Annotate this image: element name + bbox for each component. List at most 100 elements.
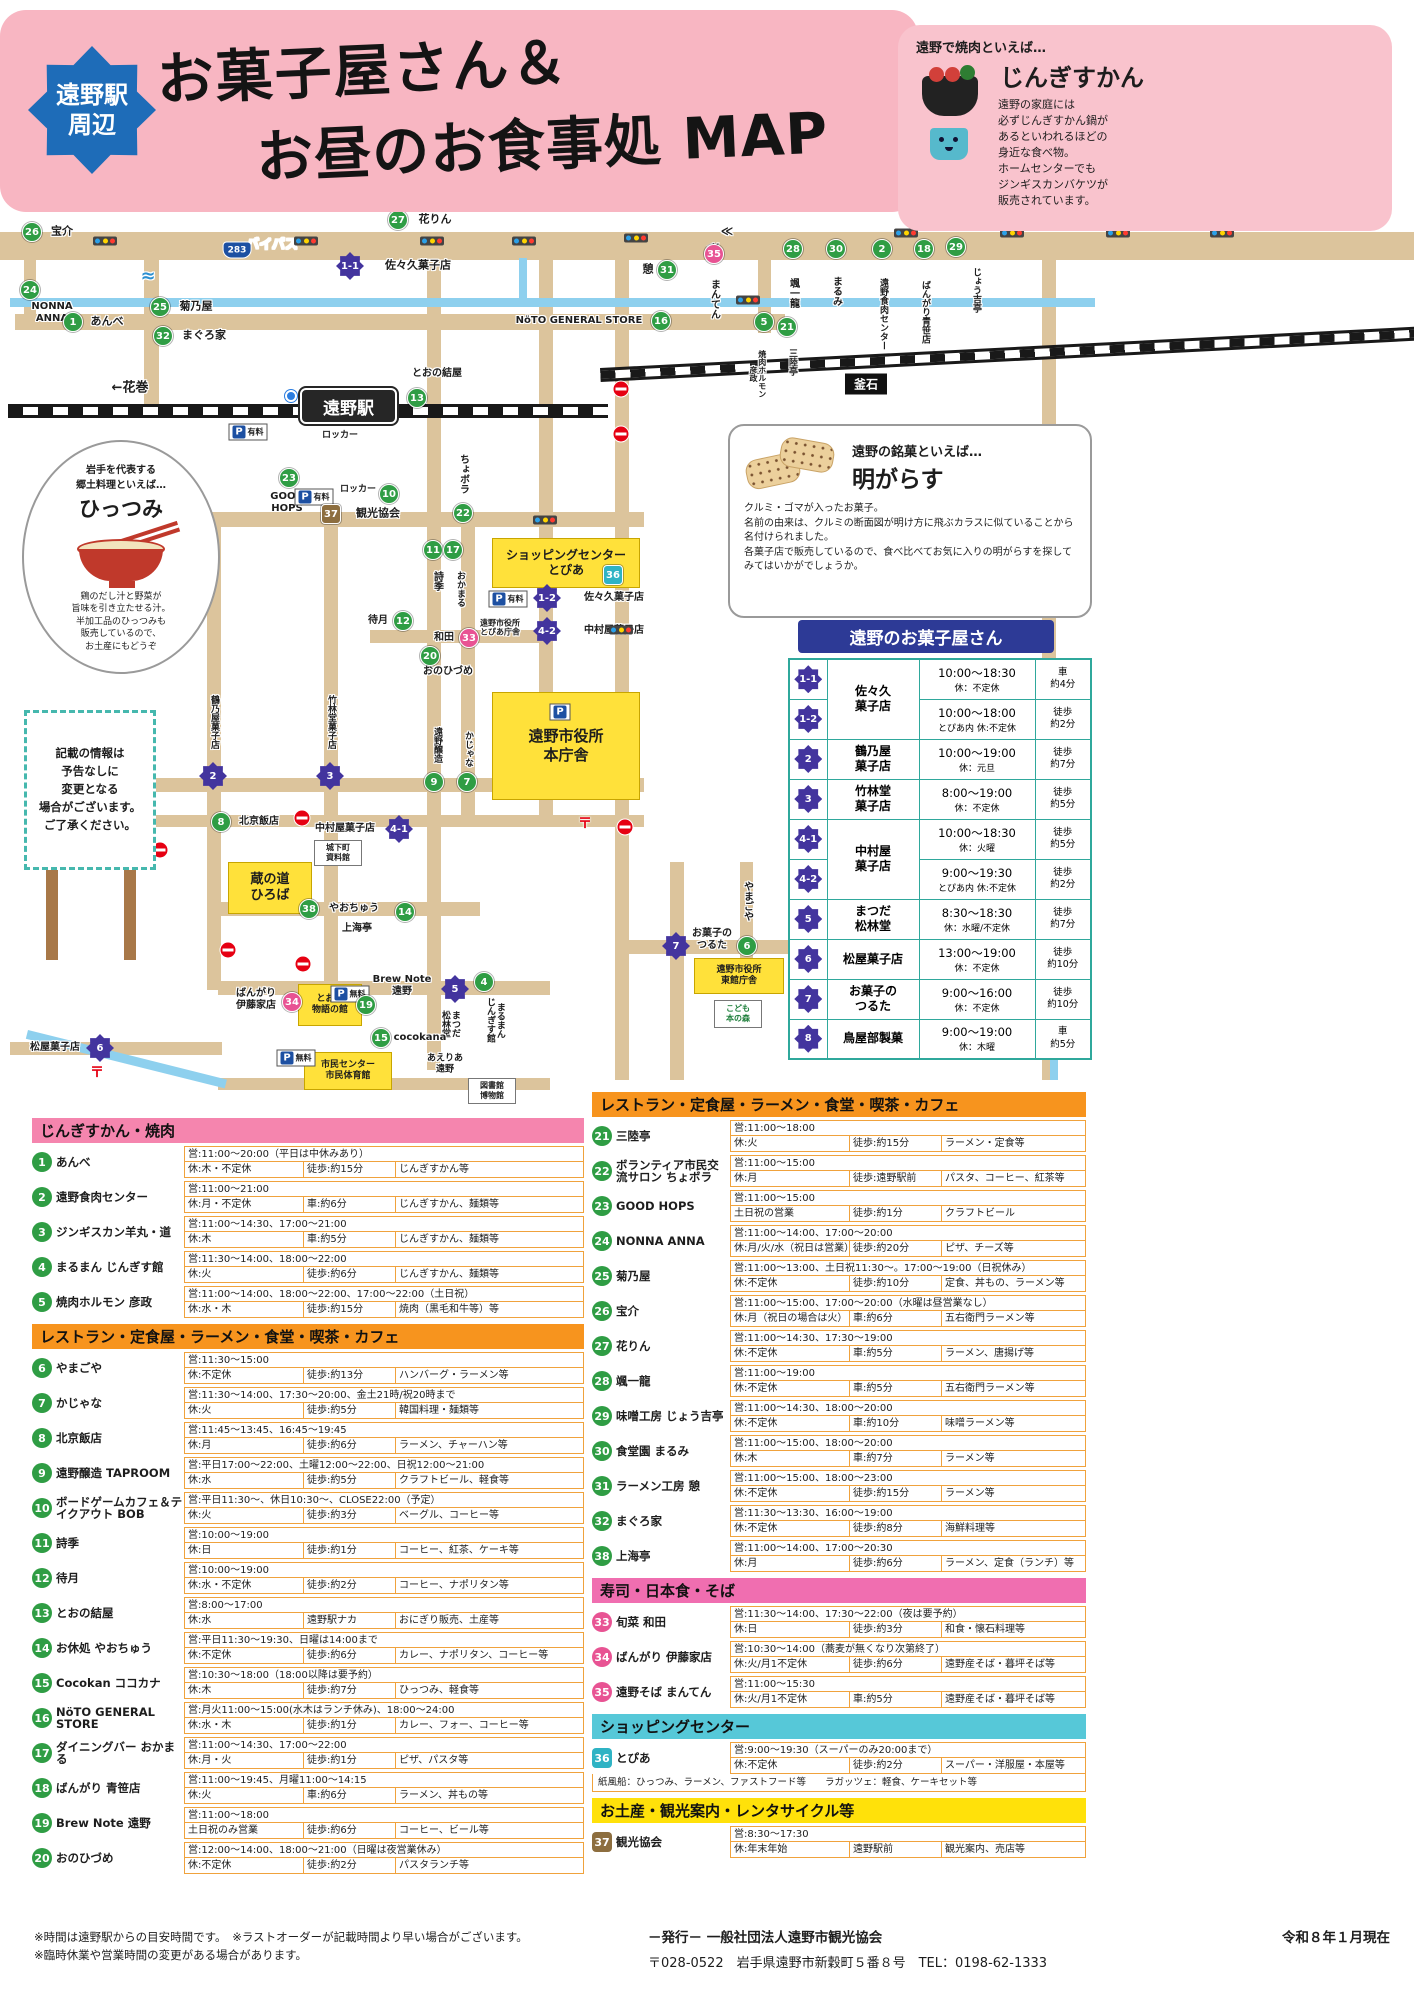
list-entry-detail: 徒歩:約6分 <box>849 1556 941 1571</box>
map-marker-12: 12 <box>393 611 413 631</box>
sweet-shop-name: 鶴乃屋 菓子店 <box>826 738 920 780</box>
list-entry-number: 37 <box>592 1832 612 1852</box>
sweet-shop-holiday: とぴあ内 休:不定休 <box>938 723 1016 734</box>
map-marker-31: 31 <box>657 260 677 280</box>
map-label: ≪ <box>720 223 734 238</box>
list-entry-details: 休:月・不定休車:約6分じんぎすかん、麺類等 <box>185 1197 583 1212</box>
list-entry-hours: 営:11:00〜14:00、18:00〜22:00、17:00〜22:00（土日… <box>185 1287 583 1302</box>
sweet-shop-access: 徒歩 約5分 <box>1034 818 1092 860</box>
traffic-signal-icon <box>1000 228 1024 238</box>
publisher-info: －発行－ 一般社団法人遠野市観光協会 令和８年１月現在 〒028-0522 岩手… <box>648 1926 1390 1971</box>
list-entry-detail: 徒歩:約2分 <box>303 1858 395 1873</box>
map-label: 佐々久菓子店 <box>385 258 451 272</box>
map-marker-16: 16 <box>651 311 671 331</box>
list-entry-details: 休:火車:約6分ラーメン、丼もの等 <box>185 1788 583 1803</box>
map-road <box>615 940 811 954</box>
list-entry-details: 休:水・木徒歩:約15分焼肉（黒毛和牛等）等 <box>185 1302 583 1317</box>
map-road <box>144 512 644 527</box>
sweetshop-badge-6: 6 <box>86 1034 114 1062</box>
list-entry-detail: 休:月・不定休 <box>188 1199 252 1210</box>
list-entry-details: 休:木・不定休徒歩:約15分じんぎすかん等 <box>185 1162 583 1177</box>
map-label: ちょボラ <box>457 454 469 494</box>
list-entry-detail: パスタランチ等 <box>395 1858 583 1873</box>
route-shield: 283 <box>222 241 252 259</box>
list-entry-detail: 休:水・不定休 <box>188 1580 252 1591</box>
sweet-shop-access: 徒歩 約2分 <box>1034 698 1092 740</box>
list-entry-detail: コーヒー、紅茶、ケーキ等 <box>395 1543 583 1558</box>
list-entry-detail: 休:火 <box>188 1510 212 1521</box>
sweetshop-badge-7: 7 <box>662 932 690 960</box>
publisher-label: －発行－ <box>648 1930 702 1946</box>
list-entry-detail: 遠野産そば・暮坪そば等 <box>941 1657 1085 1672</box>
callout-akegarasu-intro: 遠野の銘菓といえば… <box>852 444 983 460</box>
map-label: 遠野市役所 とぴあ庁舎 <box>480 618 520 637</box>
map-label: NONNA ANNA <box>31 301 73 324</box>
list-entry-detail: 休:月 <box>734 1173 758 1184</box>
list-entry-name: 焼肉ホルモン 彦政 <box>56 1294 153 1309</box>
traffic-signal-icon <box>294 236 318 246</box>
map-label: 佐々久菓子店 <box>584 592 644 604</box>
list-entry-details: 休:木車:約5分じんぎすかん、麺類等 <box>185 1232 583 1247</box>
list-entry-info: 営:11:00〜20:00（平日は中休みあり）休:木・不定休徒歩:約15分じんぎ… <box>184 1146 584 1178</box>
map-facility: こども 本の森 <box>714 1000 762 1028</box>
traffic-signal-icon <box>512 236 536 246</box>
map-label: お菓子の つるた <box>692 928 732 951</box>
list-entry-detail: 休:不定休 <box>734 1488 778 1499</box>
list-entry-details: 休:月（祝日の場合は火）車:約6分五右衛門ラーメン等 <box>731 1311 1085 1326</box>
map-label: 焼肉ホルモン 彦政 <box>749 350 767 398</box>
list-entry-detail: 徒歩:約15分 <box>303 1162 395 1177</box>
list-entry-hours: 営:平日11:30〜19:30、日曜は14:00まで <box>185 1633 583 1648</box>
map-label: まつだ 松林堂 <box>440 1010 460 1038</box>
map-label: 遠野醸造 <box>431 727 442 763</box>
sweet-shop-name: 中村屋 菓子店 <box>826 818 920 900</box>
map-facility: 遠野市役所 本庁舎 <box>492 692 640 800</box>
list-entry-detail: 休:年末年始 <box>734 1844 788 1855</box>
list-entry-hours: 営:平日11:30〜、休日10:30〜、CLOSE22:00（予定） <box>185 1493 583 1508</box>
callout-hittsumi: 岩手を代表する 郷土料理といえば… ひっつみ 鶏のだし汁と野菜が 旨味を引き立た… <box>22 440 220 674</box>
list-entry-hours: 営:11:00〜21:00 <box>185 1182 583 1197</box>
map-label: 北京飯店 <box>239 816 279 828</box>
list-entry-detail: 休:月 <box>734 1558 758 1569</box>
map-river <box>519 258 527 306</box>
list-entry-name: ボードゲームカフェ＆テイクアウト BOB <box>56 1494 183 1521</box>
sweet-shop-access: 車 約4分 <box>1034 658 1092 700</box>
sweet-shop-open-hours: 10:00〜18:30 <box>938 665 1016 680</box>
traffic-signal-icon <box>624 233 648 243</box>
list-entry-number: 1 <box>32 1152 52 1172</box>
callout-jingisukan-name: じんぎすかん <box>1000 64 1144 92</box>
no-entry-icon <box>616 818 634 836</box>
map-marker-4: 4 <box>474 972 494 992</box>
sweetshop-table-badge-5: 5 <box>794 905 823 933</box>
callout-akegarasu: 遠野の銘菓といえば… 明がらす クルミ・ゴマが入ったお菓子。 名前の由来は、クル… <box>728 424 1092 618</box>
list-entry-hours: 営:11:30〜14:00、17:30〜20:00、金土21時/祝20時まで <box>185 1388 583 1403</box>
list-entry-details: 休:火徒歩:約3分ベーグル、コーヒー等 <box>185 1508 583 1523</box>
map-marker-26: 26 <box>22 222 42 242</box>
list-entry-detail: 休:月/火/水（祝日は営業） <box>734 1243 849 1254</box>
map-sign: 釜石 <box>844 373 888 395</box>
sweetshop-table-badge-4-1: 4-1 <box>794 825 823 853</box>
sweet-shop-number-cell: 3 <box>788 778 828 820</box>
list-entry-detail: 休:水・木 <box>188 1720 232 1731</box>
list-entry-details: 休:不定休徒歩:約2分パスタランチ等 <box>185 1858 583 1873</box>
railway-track <box>600 326 1414 382</box>
list-entry-detail: 徒歩:約5分 <box>303 1473 395 1488</box>
list-entry-details: 休:月/火/水（祝日は営業）徒歩:約20分ピザ、チーズ等 <box>731 1241 1085 1256</box>
sweet-shop-access: 徒歩 約7分 <box>1034 738 1092 780</box>
list-entry-name: 詩季 <box>56 1535 79 1550</box>
map-marker-20: 20 <box>420 646 440 666</box>
